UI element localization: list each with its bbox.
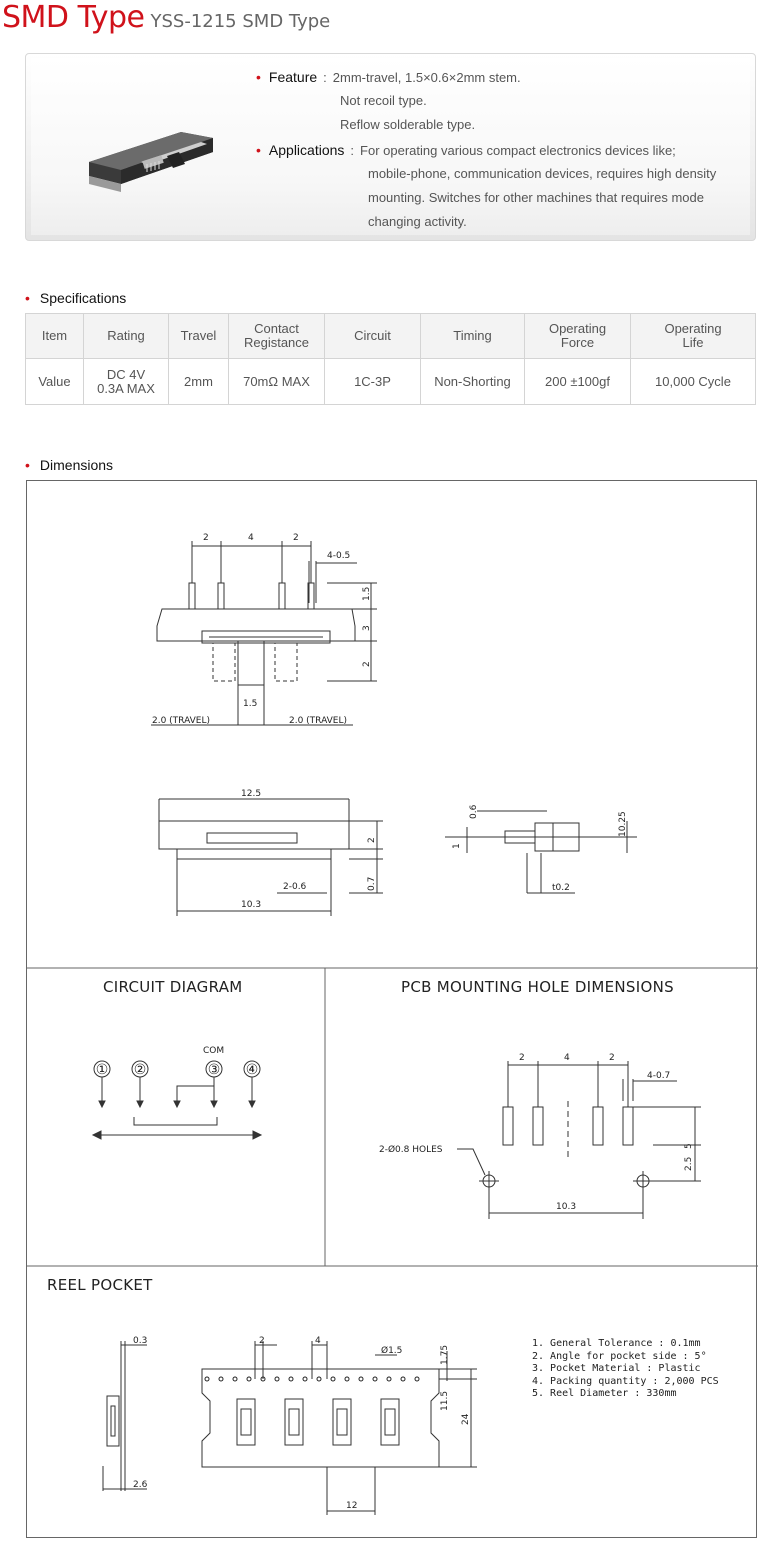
table-header-cell: Travel <box>168 313 229 359</box>
feature-label: Feature <box>268 69 318 85</box>
dimensions-drawing: 2 4 2 4-0.5 1.5 3 2 1.5 2.0 (TRAVEL) 2.0… <box>26 480 758 1538</box>
dim-label: 11.5 <box>440 1391 450 1411</box>
dim-label: 2 <box>367 837 377 843</box>
dim-label: 2 <box>609 1053 615 1063</box>
table-header-cell: Timing <box>420 313 525 359</box>
dim-label: 4 <box>315 1336 321 1346</box>
pin-2-label: ② <box>134 1062 147 1078</box>
dim-label: 2-Ø0.8 HOLES <box>379 1144 443 1155</box>
dim-label: 2 <box>203 533 209 543</box>
specifications-heading-text: Specifications <box>39 290 127 306</box>
dim-label: 2.0 (TRAVEL) <box>289 716 347 726</box>
dim-label: 4-0.7 <box>647 1071 670 1081</box>
title-main: SMD Type <box>2 0 145 35</box>
reel-pocket-title: REEL POCKET <box>47 1276 153 1294</box>
feature-panel-inner <box>31 58 750 235</box>
feature-line-3: Reflow solderable type. <box>340 117 476 132</box>
dim-label: t0.2 <box>552 883 570 893</box>
product-image <box>89 132 213 192</box>
colon: : <box>323 70 327 85</box>
feature-panel <box>25 53 756 241</box>
bullet-icon: • <box>25 457 30 473</box>
dim-label: 2 <box>362 661 372 667</box>
applications-label: Applications <box>268 142 345 158</box>
pcb-hole-title: PCB MOUNTING HOLE DIMENSIONS <box>401 978 674 996</box>
note-line: 2. Angle for pocket side : 5° <box>532 1350 707 1362</box>
dim-label: 2.5 <box>684 1157 694 1171</box>
dim-label: 4-0.5 <box>327 551 350 561</box>
colon: : <box>350 143 355 158</box>
dim-label: 2 <box>259 1336 265 1346</box>
table-cell: 2mm <box>168 358 229 405</box>
applications-line-1: For operating various compact electronic… <box>360 143 676 158</box>
reel-notes: 1. General Tolerance : 0.1mm 2. Angle fo… <box>532 1338 719 1401</box>
dim-label: 0.6 <box>469 804 479 819</box>
dim-label: 10.3 <box>241 900 261 910</box>
bullet-icon: • <box>25 290 30 306</box>
dim-label: 1.5 <box>243 699 257 709</box>
table-cell: 1C-3P <box>324 358 421 405</box>
applications-line-2: mobile-phone, communication devices, req… <box>368 166 717 181</box>
dim-label: 24 <box>461 1413 471 1425</box>
drawing-svg: 2 4 2 4-0.5 1.5 3 2 1.5 2.0 (TRAVEL) 2.0… <box>27 533 758 1515</box>
title-sub: YSS-1215 SMD Type <box>150 11 331 32</box>
pin-3-label: ③ <box>208 1062 221 1078</box>
dim-label: 4 <box>564 1053 570 1063</box>
note-line: 1. General Tolerance : 0.1mm <box>532 1338 701 1349</box>
dim-label: 1.5 <box>362 587 372 601</box>
note-line: 3. Pocket Material : Plastic <box>532 1363 701 1374</box>
circuit-diagram-title: CIRCUIT DIAGRAM <box>103 978 243 996</box>
dim-label: 2.0 (TRAVEL) <box>152 716 210 726</box>
bullet-icon: • <box>256 142 261 158</box>
feature-line-1: 2mm-travel, 1.5×0.6×2mm stem. <box>332 70 521 85</box>
dimensions-heading-text: Dimensions <box>39 457 114 473</box>
dim-label: 12.5 <box>241 789 261 799</box>
table-header-cell: Item <box>25 313 84 359</box>
pin-1-label: ① <box>96 1062 109 1078</box>
dim-label: 0.3 <box>133 1336 147 1346</box>
table-header-cell: Circuit <box>324 313 421 359</box>
dim-label: 5 <box>684 1143 694 1149</box>
applications-row: • Applications: For operating various comp… <box>256 138 676 163</box>
specifications-heading: • Specifications <box>25 290 126 306</box>
note-line: 4. Packing quantity : 2,000 PCS <box>532 1375 719 1387</box>
dimensions-heading: • Dimensions <box>25 457 113 473</box>
dim-label: 3 <box>362 625 372 631</box>
table-cell: 10,000 Cycle <box>630 358 756 405</box>
dim-label: 1.75 <box>440 1345 450 1365</box>
dim-label: Ø1.5 <box>381 1345 402 1356</box>
dim-label: 10.25 <box>618 811 628 837</box>
dim-label: 2.6 <box>133 1480 148 1490</box>
table-cell: Value <box>25 358 84 405</box>
note-line: 5. Reel Diameter : 330mm <box>532 1388 677 1399</box>
applications-line-3: mounting. Switches for other machines th… <box>368 190 705 205</box>
dim-label: 0.7 <box>367 877 377 891</box>
feature-row: • Feature:2mm-travel, 1.5×0.6×2mm stem. <box>256 65 521 90</box>
feature-line-2: Not recoil type. <box>340 93 427 108</box>
dim-label: 10.3 <box>556 1202 576 1212</box>
com-label: COM <box>203 1046 224 1056</box>
table-header-cell: Rating <box>83 313 169 359</box>
pin-4-label: ④ <box>246 1062 259 1078</box>
dim-label: 2-0.6 <box>283 882 307 892</box>
table-cell: 200 ±100gf <box>524 358 631 405</box>
dim-label: 1 <box>452 843 462 849</box>
dim-label: 2 <box>519 1053 525 1063</box>
bullet-icon: • <box>256 69 261 85</box>
dim-label: 4 <box>248 533 254 543</box>
table-cell: Non-Shorting <box>420 358 525 405</box>
dim-label: 2 <box>293 533 299 543</box>
table-cell: 70mΩ MAX <box>228 358 325 405</box>
applications-line-4: changing activity. <box>368 214 467 229</box>
dim-label: 12 <box>346 1501 357 1511</box>
